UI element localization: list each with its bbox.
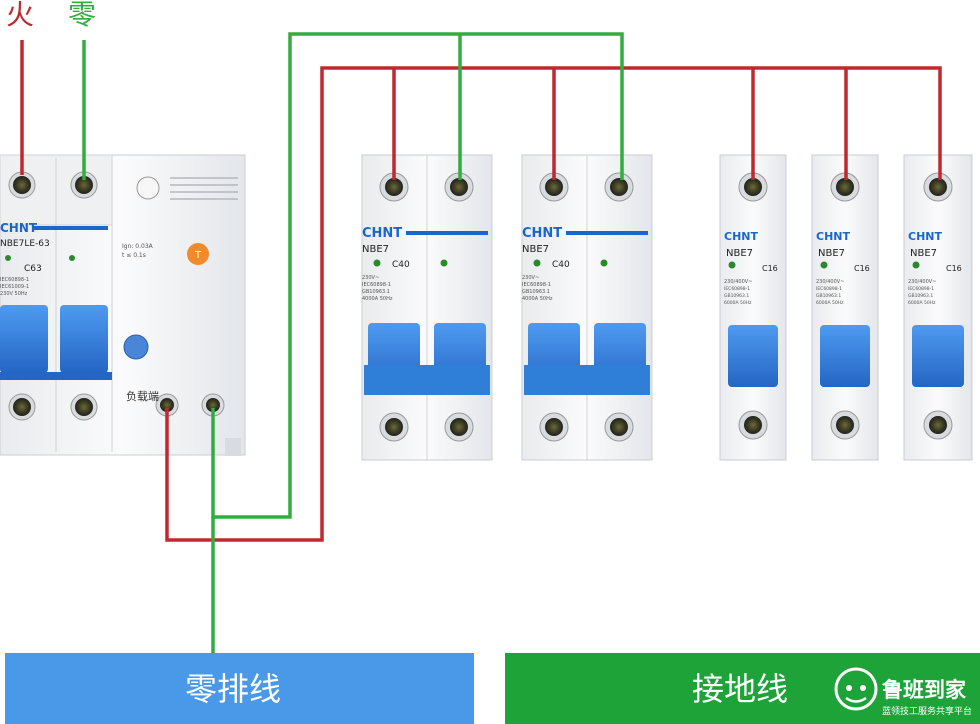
breaker-2p-2-brand: CHNT [522,226,562,241]
breaker-1p-2-spec1: IEC60898-1 [816,286,842,292]
watermark-logo [834,667,878,711]
breaker-1p-2-rating: C16 [854,264,870,273]
neutral-label: 零 [68,0,96,31]
breaker-1p-2-model: NBE7 [818,248,845,259]
breaker-2p-2-spec3: 4000A 50Hz [522,296,553,302]
breaker-1p-3-handle[interactable] [912,325,964,387]
breaker-1p-2-spec2: GB10963.1 [816,293,841,299]
breaker-1p-1-handle[interactable] [728,325,778,387]
breaker-1p-3-spec1: IEC60898-1 [908,286,934,292]
breaker-2p-1-rating: C40 [392,260,410,270]
breaker-1p-3-brand: CHNT [908,230,942,243]
breaker-1p-3: CHNT NBE7 C16 230/400V~ IEC60898-1 GB109… [903,154,973,461]
breaker-1p-1: CHNT NBE7 C16 230/400V~ IEC60898-1 GB109… [719,154,787,461]
main-spec2: IEC61009-1 [0,284,29,290]
neutral-bar-label: 零排线 [185,670,281,708]
neutral-bar [5,653,474,724]
breaker-1p-1-rating: C16 [762,264,778,273]
breaker-2p-2-model: NBE7 [522,244,549,255]
breaker-1p-3-spec3: 6000A 50Hz [908,300,936,306]
breaker-1p-3-rating: C16 [946,264,962,273]
breaker-1p-1-model: NBE7 [726,248,753,259]
breaker-1p-1-voltage: 230/400V~ [724,279,752,285]
breaker-1p-3-spec2: GB10963.1 [908,293,933,299]
breaker-1p-1-spec1: IEC60898-1 [724,286,750,292]
breaker-1p-2-brand: CHNT [816,230,850,243]
breaker-2p-2-spec2: GB10963.1 [522,289,550,295]
load-label: 负载端 [126,389,159,403]
breaker-2p-1-brand: CHNT [362,226,402,241]
test-button[interactable] [187,243,209,265]
breaker-2p-2: CHNT NBE7 C40 230V~ IEC60898-1 GB10963.1… [521,154,653,461]
main-rating: C63 [24,264,42,274]
main-model: NBE7LE-63 [0,239,50,249]
ground-bar [505,653,980,724]
live-label: 火 [6,0,34,31]
watermark-name: 鲁班到家 [882,678,967,702]
breaker-1p-3-voltage: 230/400V~ [908,279,936,285]
neutral-distribution-wire [211,32,624,519]
main-rcd-line2: t ≤ 0.1s [122,252,146,259]
breaker-2p-1: CHNT NBE7 C40 230V~ IEC60898-1 GB10963.1… [361,154,493,461]
breaker-2p-1-spec2: GB10963.1 [362,289,390,295]
main-spec1: IEC60898-1 [0,277,29,283]
test-button-label: T [194,250,202,261]
ground-bar-label: 接地线 [692,670,788,708]
breaker-1p-1-spec2: GB10963.1 [724,293,749,299]
watermark-tagline: 蓝领技工服务共享平台 [882,705,972,717]
breaker-1p-2-handle[interactable] [820,325,870,387]
main-handle-2[interactable] [60,305,108,373]
reset-button[interactable] [123,334,149,360]
main-breaker: CHNT NBE7LE-63 C63 IEC60898-1 IEC61009-1… [0,154,246,456]
breaker-2p-1-spec3: 4000A 50Hz [362,296,393,302]
live-distribution-wire [165,66,942,542]
breaker-1p-1-brand: CHNT [724,230,758,243]
breaker-2p-1-spec1: IEC60898-1 [362,282,391,288]
breaker-1p-3-model: NBE7 [910,248,937,259]
breaker-2p-1-voltage: 230V~ [362,275,379,281]
main-spec3: 230V 50Hz [0,291,28,297]
breaker-2p-2-voltage: 230V~ [522,275,539,281]
main-handle-1[interactable] [0,305,48,373]
breaker-2p-1-model: NBE7 [362,244,389,255]
breaker-1p-2-spec3: 6000A 50Hz [816,300,844,306]
breaker-2p-2-spec1: IEC60898-1 [522,282,551,288]
breaker-1p-1-spec3: 6000A 50Hz [724,300,752,306]
breaker-1p-2: CHNT NBE7 C16 230/400V~ IEC60898-1 GB109… [811,154,879,461]
breaker-2p-2-rating: C40 [552,260,570,270]
main-rcd-line1: Ign: 0.03A [122,243,154,250]
main-brand: CHNT [0,221,38,235]
breaker-1p-2-voltage: 230/400V~ [816,279,844,285]
